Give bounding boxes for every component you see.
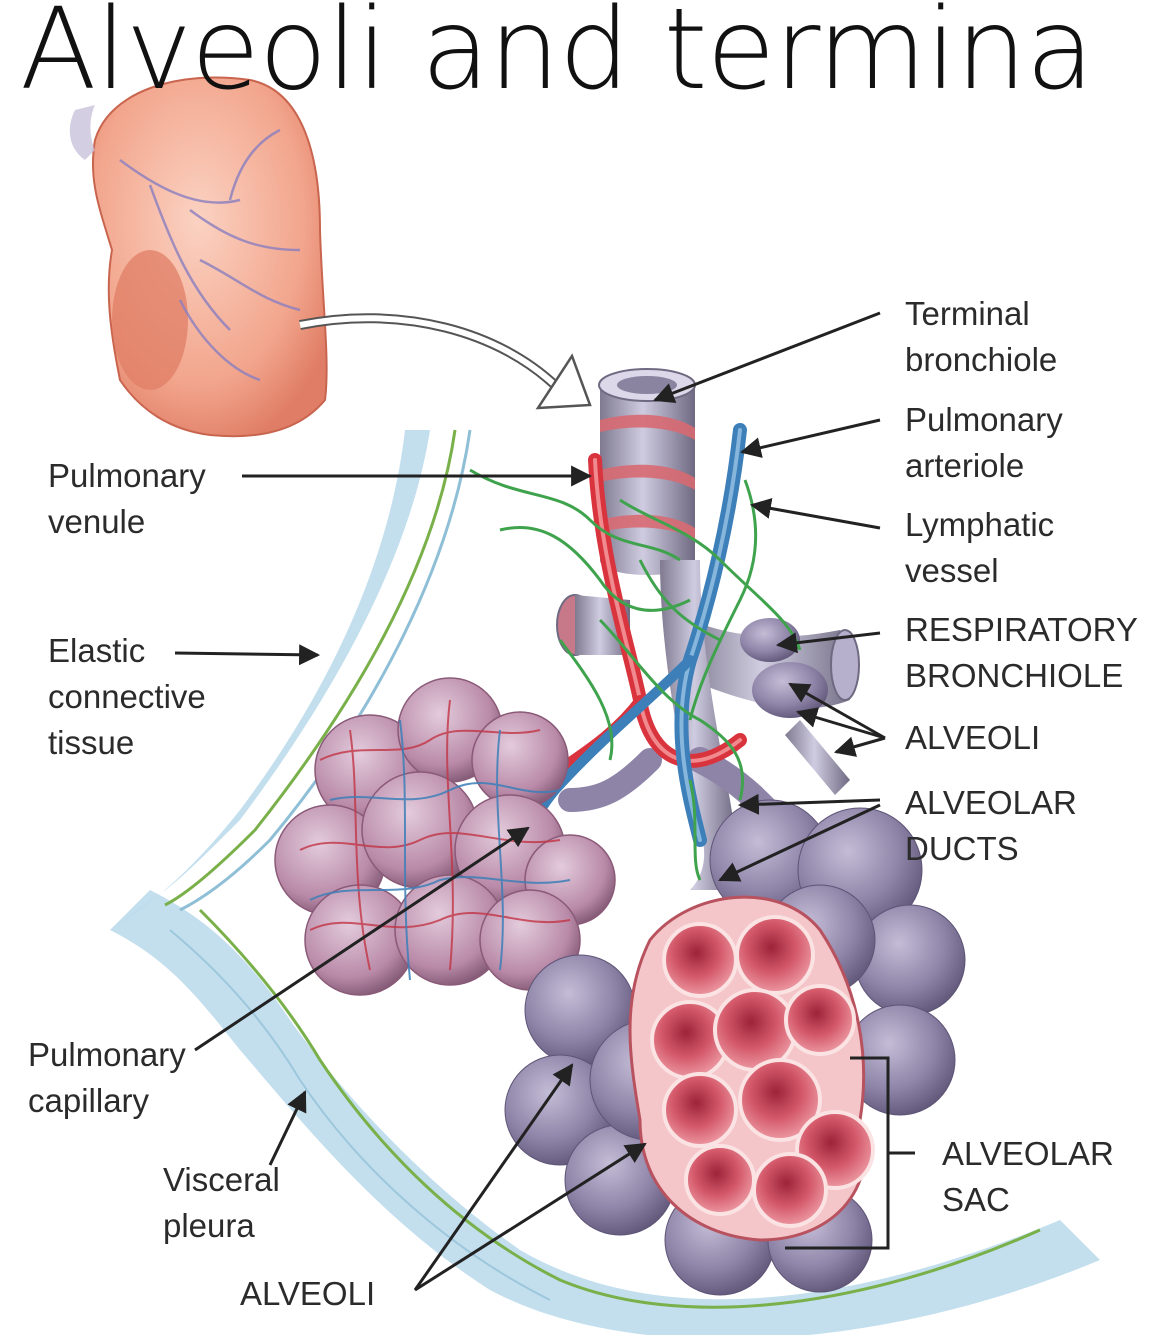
- zoom-arrow: [300, 318, 590, 408]
- slide-title: Alveoli and termina: [20, 0, 1093, 115]
- label-alveoli-right: ALVEOLI: [905, 715, 1040, 761]
- capillary-alveolar-cluster: [275, 678, 615, 995]
- lung-illustration: [70, 78, 327, 437]
- label-alveoli-bottom: ALVEOLI: [240, 1271, 375, 1317]
- terminal-bronchiole-tube: [557, 369, 859, 890]
